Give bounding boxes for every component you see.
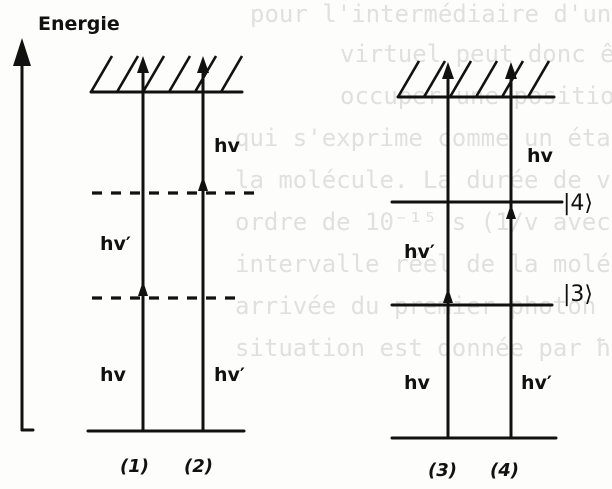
transition-2-arrowhead-mid	[198, 176, 208, 191]
transition-4-arrowhead-mid	[506, 204, 516, 219]
energy-axis: Energie	[13, 13, 120, 432]
photon-label-4-lower: hv′	[521, 372, 552, 394]
background-text-line: virtuel peut donc être vu	[340, 40, 612, 68]
state-label-3: |3⟩	[563, 282, 593, 307]
hatch-line	[141, 55, 166, 93]
background-text-line: ordre de 10⁻¹⁵ s (1/v avec v ≈ hv	[235, 208, 612, 236]
photon-label-3-lower: hv	[404, 372, 431, 394]
transition-3-arrowhead-lower	[443, 288, 453, 303]
energy-axis-label: Energie	[38, 13, 120, 35]
transition-4-arrowhead-top	[505, 62, 517, 79]
left-diagram: hv hv′ hv′ hv (1) (2)	[86, 55, 262, 477]
hatch-line	[115, 55, 140, 93]
photon-label-2-lower: hv′	[214, 364, 245, 386]
transition-number-3: (3)	[428, 460, 457, 481]
transition-3-arrowhead-top	[442, 62, 454, 79]
transition-2-arrowhead-top	[197, 56, 209, 73]
hatch-line	[422, 60, 447, 98]
background-text-line: intervalle réel de la molécule	[235, 250, 612, 278]
photon-label-1-lower: hv	[100, 364, 127, 386]
transition-number-1: (1)	[120, 456, 149, 477]
hatch-line	[396, 60, 421, 98]
hatch-line	[193, 55, 218, 93]
transition-number-2: (2)	[184, 456, 213, 477]
state-label-4: |4⟩	[563, 191, 593, 216]
hatch-line	[167, 55, 192, 93]
background-text-line: situation est donnée par ħ/ΔE	[235, 334, 612, 362]
photon-label-top-left: hv	[214, 135, 241, 157]
background-text-line: qui s'exprime comme un état rel	[235, 124, 612, 152]
transition-3	[442, 62, 454, 440]
background-text: pour l'intermédiaire d'un état v virtuel…	[235, 0, 612, 362]
hatch-line	[219, 55, 244, 93]
background-text-line: pour l'intermédiaire d'un état v	[250, 0, 612, 28]
hatch-line	[89, 55, 114, 93]
photon-label-3-upper: hv′	[404, 241, 435, 263]
transition-1	[137, 56, 149, 433]
left-continuum	[89, 55, 244, 94]
transition-1-arrowhead-lower	[138, 281, 148, 296]
hatch-line	[474, 60, 499, 98]
transition-4	[505, 62, 517, 440]
transition-1-arrowhead-top	[137, 56, 149, 73]
hatch-line	[526, 60, 551, 98]
right-diagram: hv hv′ hv′ hv |4⟩ |3⟩ (3) (4)	[390, 60, 593, 481]
transition-2	[197, 56, 209, 433]
background-text-line: la molécule. La durée de vie	[235, 166, 612, 194]
energy-axis-arrowhead	[13, 38, 31, 66]
hatch-line	[448, 60, 473, 98]
photon-label-top-right: hv	[527, 145, 554, 167]
photon-label-1-upper: hv′	[100, 233, 131, 255]
transition-number-4: (4)	[490, 460, 519, 481]
